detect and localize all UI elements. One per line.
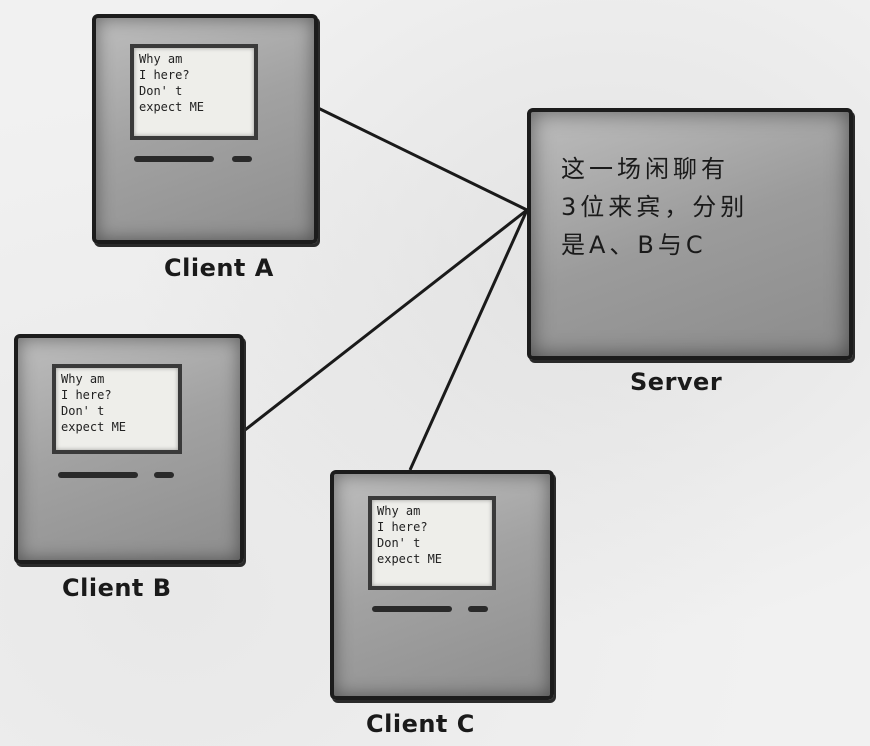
client-a-screen: Why am I here? Don' t expect ME: [130, 44, 258, 140]
link-client-c-server: [408, 209, 529, 471]
server-screen-line: 是A、B与C: [561, 231, 707, 259]
server-screen-line: 这一场闲聊有: [561, 155, 729, 183]
client-b-screen-line: I here?: [61, 388, 112, 402]
client-b-drive-slot: [58, 472, 138, 478]
client-b-screen-line: Why am: [61, 372, 105, 386]
client-c-screen-line: Don' t: [377, 536, 421, 550]
client-b-screen-line: Don' t: [61, 404, 105, 418]
client-a-screen-line: expect ME: [139, 100, 205, 114]
client-c-screen-line: expect ME: [377, 552, 443, 566]
server-screen-text: 这一场闲聊有 3位来宾，分别 是A、B与C: [561, 150, 821, 264]
client-a-power-button: [232, 156, 252, 162]
client-b-label: Client B: [62, 574, 172, 602]
client-a-drive-slot: [134, 156, 214, 162]
client-b-power-button: [154, 472, 174, 478]
server-screen-line: 3位来宾，分别: [561, 193, 749, 221]
client-c-power-button: [468, 606, 488, 612]
client-c-screen: Why am I here? Don' t expect ME: [368, 496, 496, 590]
client-b-screen-line: expect ME: [61, 420, 127, 434]
server-computer: 这一场闲聊有 3位来宾，分别 是A、B与C: [527, 108, 853, 360]
server-label: Server: [630, 368, 723, 396]
client-b-screen: Why am I here? Don' t expect ME: [52, 364, 182, 454]
link-client-b-server: [235, 208, 528, 439]
client-c-computer: Why am I here? Don' t expect ME: [330, 470, 554, 700]
client-c-screen-line: I here?: [377, 520, 428, 534]
client-a-screen-line: I here?: [139, 68, 190, 82]
client-b-computer: Why am I here? Don' t expect ME: [14, 334, 244, 564]
client-a-screen-line: Don' t: [139, 84, 183, 98]
client-c-drive-slot: [372, 606, 452, 612]
client-a-screen-line: Why am: [139, 52, 183, 66]
client-c-screen-line: Why am: [377, 504, 421, 518]
link-client-a-server: [317, 106, 528, 212]
client-a-label: Client A: [164, 254, 274, 282]
client-a-computer: Why am I here? Don' t expect ME: [92, 14, 318, 244]
client-c-label: Client C: [366, 710, 475, 738]
